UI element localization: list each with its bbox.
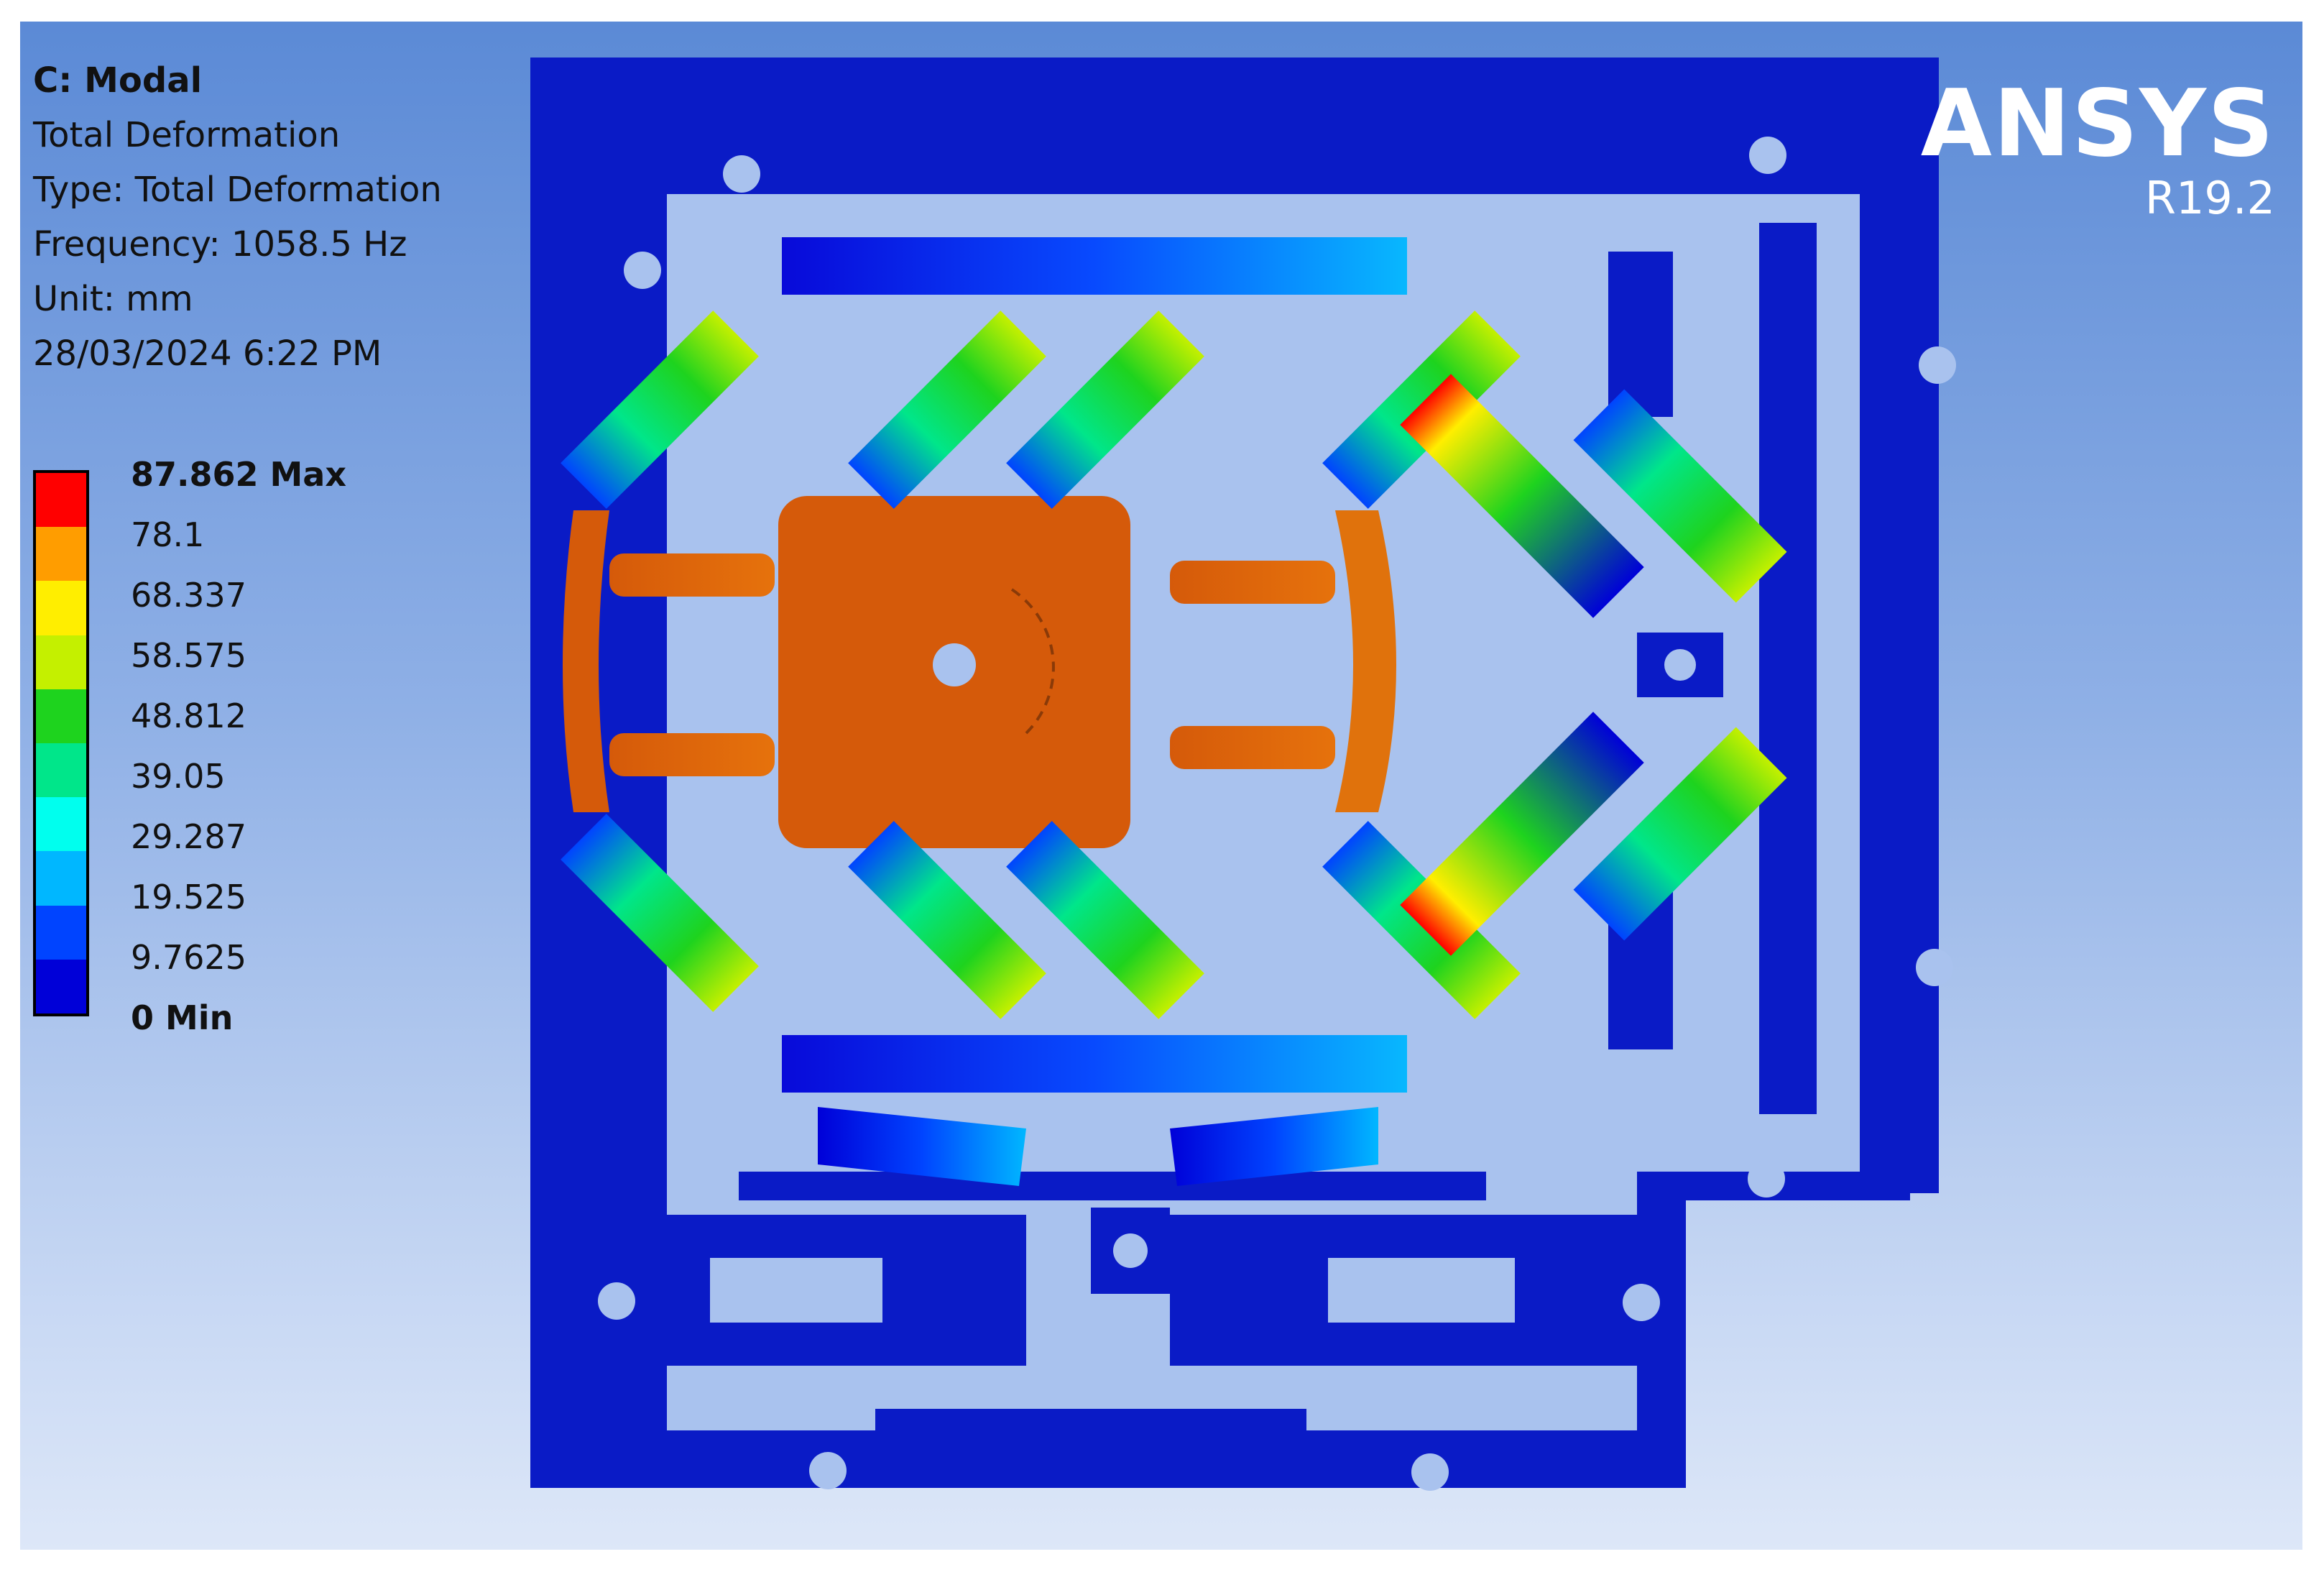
bottom-band-3 — [1170, 1107, 1378, 1186]
legend-swatch-5 — [36, 743, 86, 798]
legend-swatch-7 — [36, 851, 86, 906]
stage-arc — [1010, 588, 1055, 735]
result-info: C: Modal Total Deformation Type: Total D… — [33, 53, 442, 381]
brand-version: R19.2 — [2144, 172, 2275, 224]
legend-label: 78.1 — [131, 515, 205, 554]
legend-color-bar — [33, 470, 89, 1016]
left-arc-bar — [563, 510, 609, 812]
legend-swatch-4 — [36, 689, 86, 743]
flexure-right-top-b — [1400, 374, 1644, 618]
top-band — [782, 237, 1407, 295]
left-link-lower — [609, 733, 775, 776]
brand-name: ANSYS — [1920, 70, 2275, 178]
result-name: Total Deformation — [33, 115, 341, 155]
lower-bottom-block — [875, 1409, 1306, 1488]
flexure-center-bottom-2 — [1006, 821, 1204, 1019]
legend-swatch-2 — [36, 581, 86, 635]
right-column-gap — [1817, 453, 1860, 855]
legend-label-max: 87.862 Max — [131, 455, 347, 494]
right-link-lower — [1170, 726, 1335, 769]
legend-swatch-8 — [36, 905, 86, 960]
legend-label: 68.337 — [131, 576, 246, 615]
bottom-band — [782, 1035, 1407, 1093]
legend-label: 19.525 — [131, 878, 246, 916]
legend-label-min: 0 Min — [131, 998, 234, 1037]
ansys-logo: ANSYS R19.2 — [1921, 78, 2275, 226]
result-timestamp: 28/03/2024 6:22 PM — [33, 334, 382, 374]
right-column — [1759, 223, 1817, 1114]
flexure-right-top-c — [1573, 389, 1787, 603]
lower-gap-left — [710, 1258, 882, 1323]
analysis-title: C: Modal — [33, 60, 203, 101]
flexure-center-top-1 — [848, 311, 1046, 509]
stage-center-hole — [933, 643, 976, 686]
mounting-holes — [598, 137, 1956, 1491]
legend-label: 48.812 — [131, 697, 246, 735]
legend-swatch-9 — [36, 959, 86, 1013]
legend-label: 29.287 — [131, 817, 246, 856]
lower-connector-hole — [1113, 1233, 1148, 1268]
flexure-right-bottom-c — [1573, 727, 1787, 941]
legend-swatch-3 — [36, 635, 86, 689]
legend-swatch-1 — [36, 527, 86, 582]
right-link-upper — [1170, 561, 1335, 604]
flexure-center-top-2 — [1006, 311, 1204, 509]
result-type: Type: Total Deformation — [33, 170, 442, 210]
left-link-upper — [609, 553, 775, 597]
legend-label: 9.7625 — [131, 938, 246, 977]
flexure-right-bottom-b — [1400, 712, 1644, 956]
flexure-center-bottom-1 — [848, 821, 1046, 1019]
right-arc-bar — [1335, 510, 1396, 812]
legend-swatch-6 — [36, 797, 86, 852]
flexure-left-bottom — [561, 814, 759, 1012]
result-frequency: Frequency: 1058.5 Hz — [33, 224, 407, 265]
graphics-viewport[interactable]: C: Modal Total Deformation Type: Total D… — [20, 22, 2302, 1550]
flexure-left-top — [561, 311, 759, 509]
right-connector-hole — [1664, 649, 1696, 681]
bottom-band-2 — [818, 1107, 1026, 1186]
right-block-top — [1608, 252, 1673, 417]
legend-label: 39.05 — [131, 757, 226, 796]
lower-rail — [739, 1172, 1486, 1200]
result-unit: Unit: mm — [33, 279, 193, 319]
legend-label: 58.575 — [131, 636, 246, 675]
legend-swatch-0 — [36, 473, 86, 528]
lower-gap-right — [1328, 1258, 1515, 1323]
fe-model[interactable] — [20, 22, 2302, 1550]
